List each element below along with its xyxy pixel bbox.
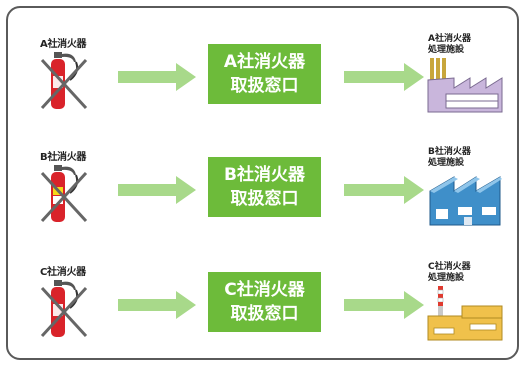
window-label-line1: C社消火器	[224, 280, 305, 300]
right-arrow-icon	[118, 291, 196, 319]
handling-window-c: C社消火器 取扱窓口	[208, 272, 321, 332]
facility-label-a: A社消火器 処理施設	[428, 34, 508, 56]
factory-icon	[427, 286, 503, 341]
extinguisher-label-b: B社消火器	[40, 152, 87, 163]
facility-label-line2: 処理施設	[428, 158, 465, 168]
right-arrow-icon	[344, 176, 424, 204]
handling-window-a: A社消火器 取扱窓口	[208, 44, 321, 104]
window-label-line1: B社消火器	[224, 165, 305, 185]
crossed-extinguisher-icon	[40, 280, 88, 338]
row-company-c: C社消火器 C社消火器 取扱窓口 C社消火器 処理施設	[0, 228, 527, 341]
right-arrow-icon	[118, 176, 196, 204]
crossed-extinguisher-icon	[40, 52, 88, 110]
crossed-extinguisher-icon	[40, 165, 88, 223]
right-arrow-icon	[344, 291, 424, 319]
window-label-line2: 取扱窓口	[230, 189, 299, 209]
extinguisher-label-c: C社消火器	[40, 267, 86, 278]
facility-label-c: C社消火器 処理施設	[428, 262, 508, 284]
facility-label-line2: 処理施設	[428, 273, 465, 283]
facility-label-line1: B社消火器	[428, 147, 471, 157]
window-label-line1: A社消火器	[223, 52, 306, 72]
facility-label-b: B社消火器 処理施設	[428, 147, 508, 169]
extinguisher-label-a: A社消火器	[40, 39, 87, 50]
facility-label-line1: A社消火器	[428, 34, 471, 44]
window-label-line2: 取扱窓口	[230, 304, 299, 324]
window-label-line2: 取扱窓口	[230, 76, 299, 96]
factory-icon	[427, 58, 503, 113]
facility-label-line1: C社消火器	[428, 262, 471, 272]
right-arrow-icon	[118, 63, 196, 91]
facility-label-line2: 処理施設	[428, 45, 465, 55]
row-company-b: B社消火器 B社消火器 取扱窓口 B社消火器 処理施設	[0, 113, 527, 226]
right-arrow-icon	[344, 63, 424, 91]
factory-icon	[429, 176, 502, 226]
row-company-a: A社消火器 A社消火器 取扱窓口 A社消火器 処理施設	[0, 0, 527, 113]
handling-window-b: B社消火器 取扱窓口	[208, 157, 321, 217]
